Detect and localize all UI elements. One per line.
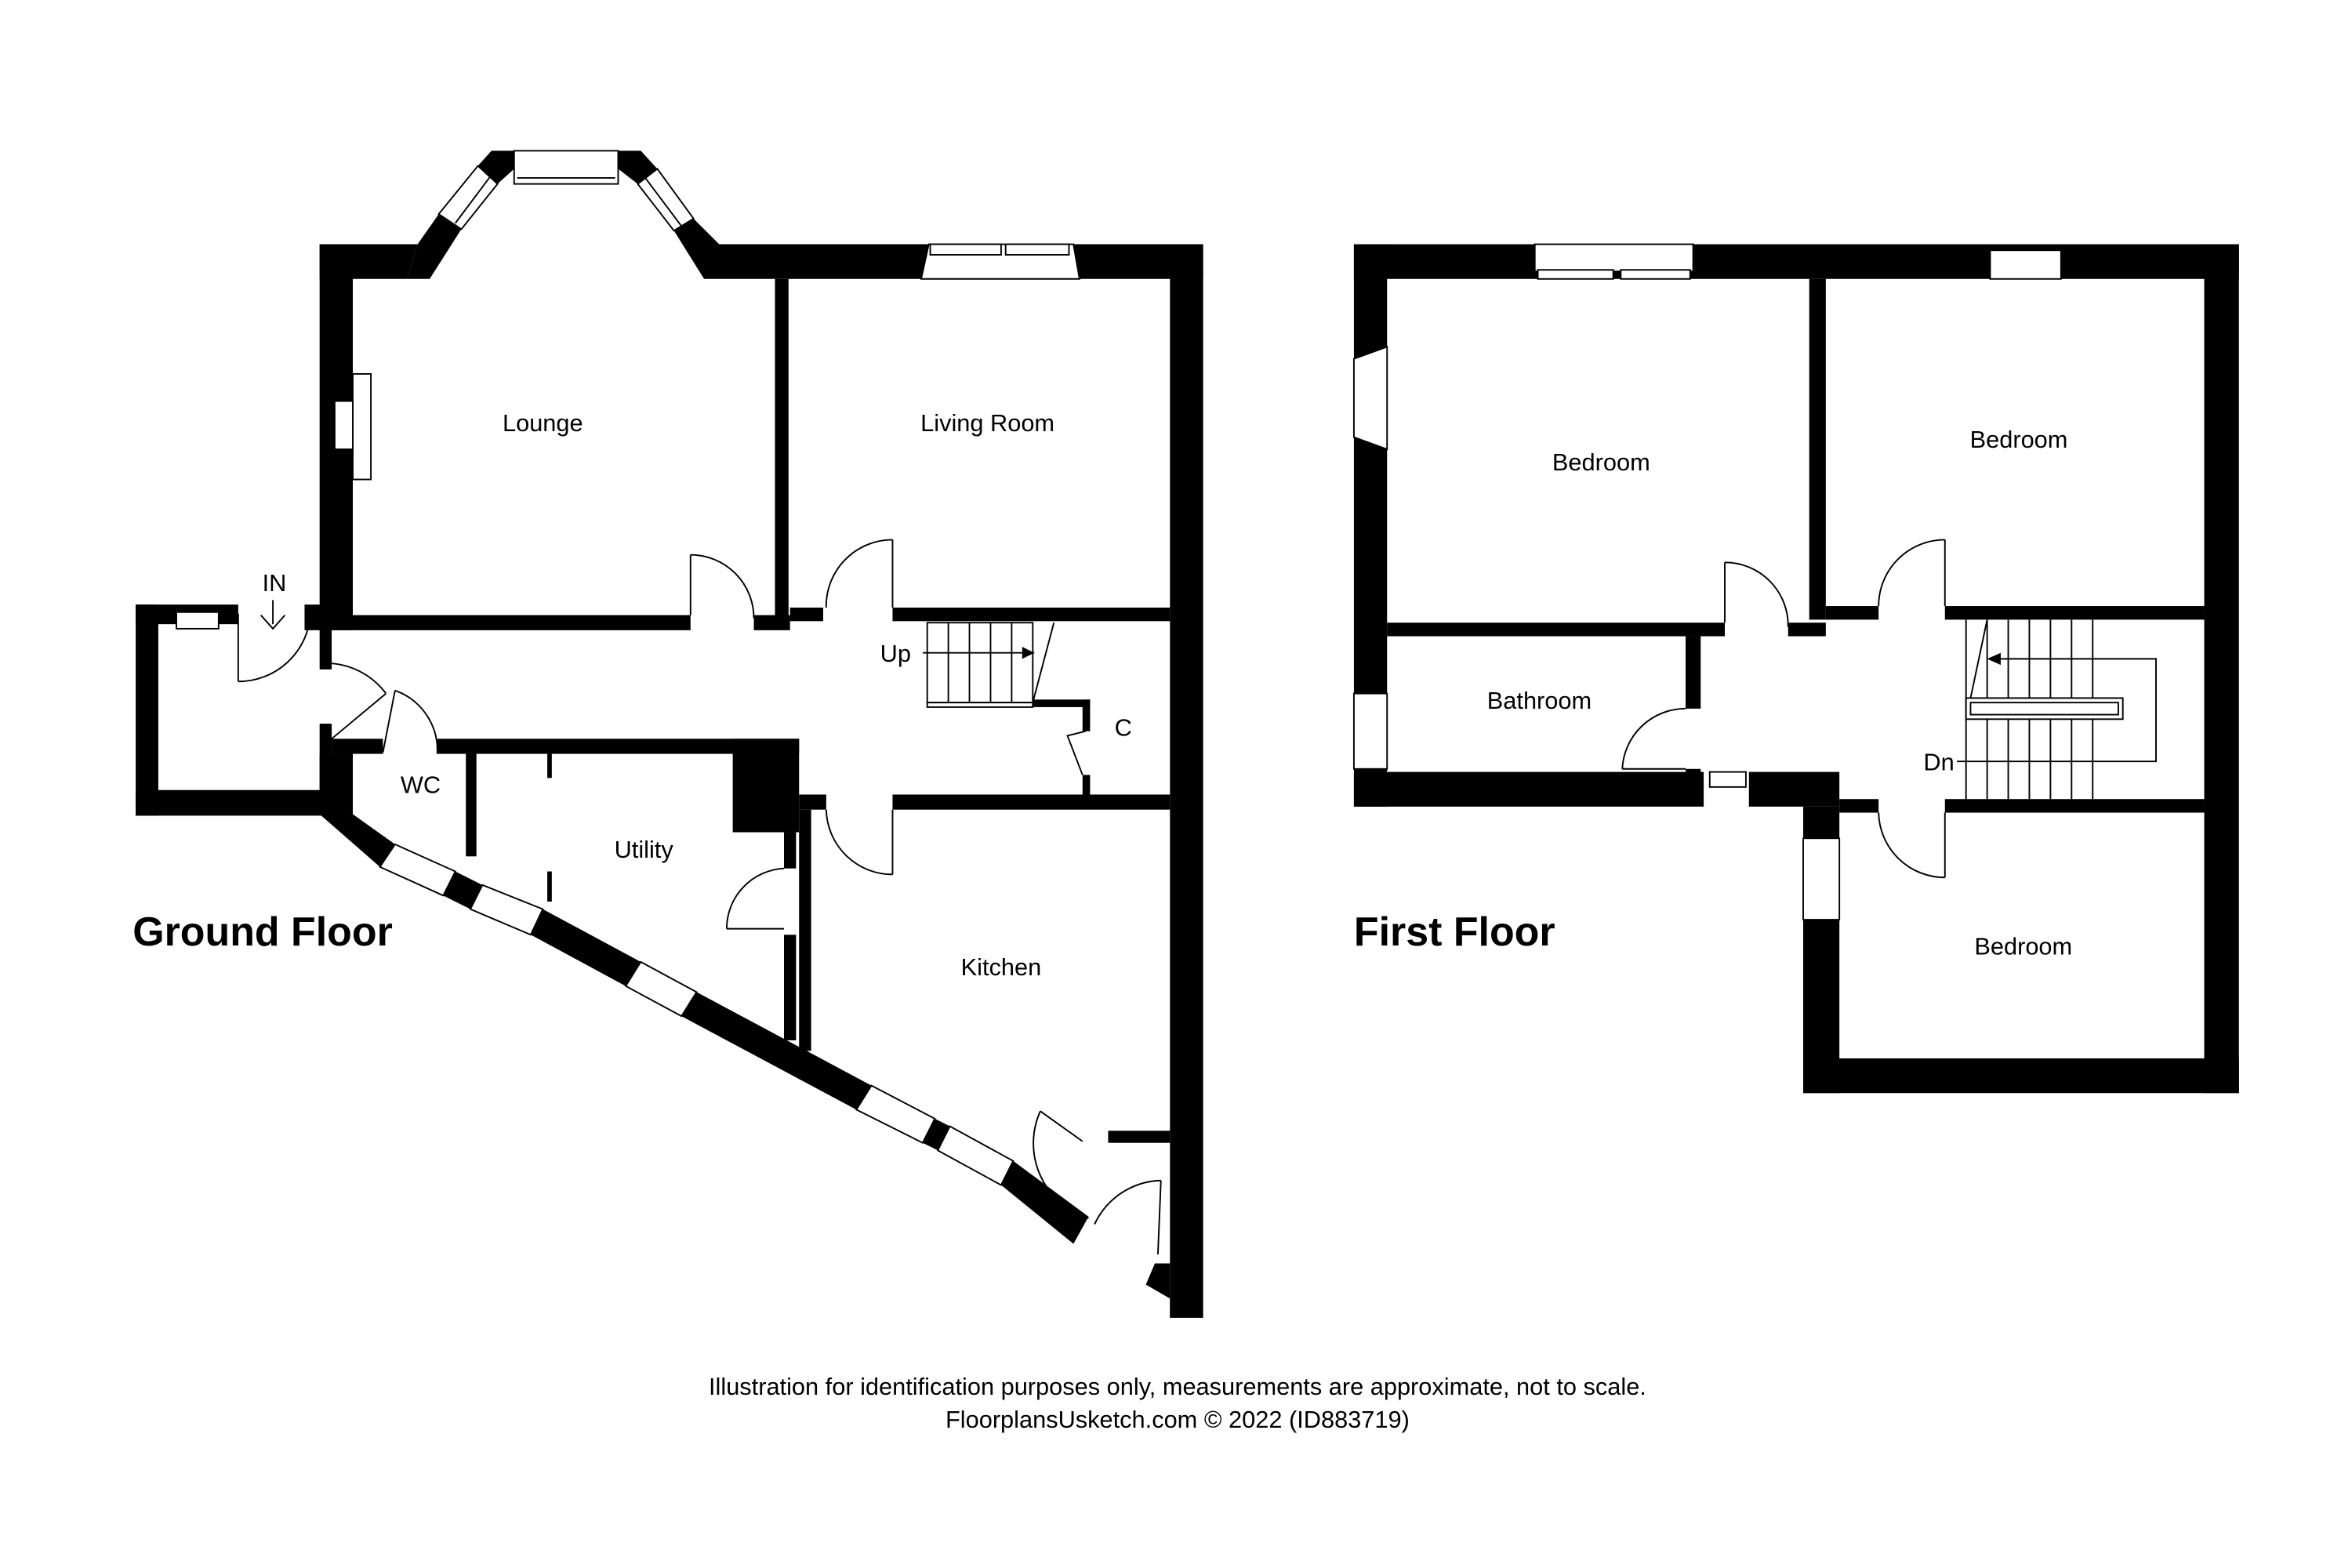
room-label-bedroom-1: Bedroom [1552,448,1650,476]
room-label-bathroom: Bathroom [1487,687,1592,714]
bedroom1-south-wall [1387,622,1725,637]
bedroom3-north-wall-left [1839,799,1879,813]
kitchen-window-2 [936,1125,1014,1186]
lounge-south-wall [319,615,691,630]
stair-handrail [1965,697,2124,720]
cupboard-door[interactable] [1066,730,1086,775]
lounge-fireplace-hearth [333,400,354,451]
kitchen-door[interactable] [825,809,893,876]
porch-south-wall [136,789,347,816]
living-room-window-pane-2 [1004,243,1070,256]
first-floor-title: First Floor [1354,909,1555,955]
kitchen-window-1 [855,1084,936,1144]
bathroom-window [1352,692,1388,770]
lounge-north-wall-left [319,244,418,279]
entrance-door[interactable] [238,613,312,683]
living-room-door[interactable] [825,539,893,608]
room-label-wc: WC [401,771,441,799]
bedroom1-window [1534,243,1694,273]
footer-credit: FloorplansUsketch.com © 2022 (ID883719) [946,1406,1410,1433]
cupboard-wall-upper [1082,699,1091,731]
ground-east-wall-foot [1145,1263,1203,1318]
bathroom-east-wall [1686,636,1701,709]
wc-window [379,843,457,897]
wc-north-wall-left [332,739,383,754]
utility-window-1 [469,884,544,936]
room-label-bedroom-2: Bedroom [1970,426,2068,453]
first-south-wall-mid [1748,771,1840,807]
porch-west-wall [136,604,158,816]
wc-utility-partition [466,753,477,857]
utility-kitchen-partition [784,935,797,1040]
stairs-down-arrow-icon [1987,652,2001,666]
lounge-door[interactable] [690,554,755,619]
bedroom1-bedroom2-partition [1809,278,1826,620]
bedroom2-window [1989,249,2062,280]
kitchen-west-wall [799,809,811,1051]
bedroom3-door[interactable] [1878,812,1945,879]
ground-diagonal-wall [319,814,1089,1244]
stairs-up-label: Up [880,640,911,667]
bedroom1-door[interactable] [1724,561,1789,628]
bay-wall-top-left [477,151,514,184]
bedroom2-south-wall-left [1825,606,1879,620]
porch-north-wall-right [304,604,353,630]
bedroom3-window [1802,837,1841,921]
ground-floor-title: Ground Floor [132,909,393,955]
utility-door[interactable] [725,867,785,929]
bay-window-center [513,150,619,185]
room-label-cupboard: C [1115,713,1132,741]
landing-window [1708,771,1747,788]
wc-west-wall [319,753,353,815]
cupboard-wall-lower [1082,775,1091,805]
entrance-label: IN [263,569,287,597]
bedroom2-south-wall-right [1944,606,2205,620]
footer-disclaimer: Illustration for identification purposes… [709,1373,1646,1400]
first-stairs [1957,619,2157,800]
living-room-south-wall-left [789,608,823,622]
first-floor-plan: Dn Bedroom Bedroom Bathroom Bedroom Firs… [1352,243,2239,1094]
hall-inner-door[interactable] [331,662,387,695]
bedroom1-side-window [1352,345,1388,451]
room-label-bedroom-3: Bedroom [1974,932,2072,960]
porch-window [176,611,220,630]
ground-floor-plan: IN [132,150,1203,1318]
bedroom2-door[interactable] [1878,539,1945,607]
room-label-utility: Utility [615,836,674,863]
bedroom3-north-wall-right [1944,799,2205,813]
living-room-window-pane-1 [929,243,1002,256]
utility-north-wall [437,739,800,754]
ground-stairs [922,622,1055,708]
kitchen-side-door[interactable] [1033,1110,1089,1219]
living-room-south-wall-right [892,608,1171,622]
kitchen-utility-stub [1108,1131,1171,1143]
bathroom-door[interactable] [1621,707,1686,769]
kitchen-north-wall-right [892,794,1171,810]
entrance-arrow-icon [260,600,286,630]
bay-wall-left [407,214,462,279]
room-label-lounge: Lounge [503,409,583,437]
lounge-fireplace [352,372,372,481]
first-south-wall-right [1803,1058,2239,1094]
room-label-kitchen: Kitchen [961,953,1042,981]
first-east-wall [2204,244,2239,1094]
utility-window-2 [624,960,698,1018]
room-label-living-room: Living Room [920,409,1054,437]
first-north-wall [1353,244,2239,279]
stairs-down-label: Dn [1923,749,1954,776]
kitchen-north-wall-left [799,794,826,810]
bay-window-left [437,165,499,230]
ground-east-wall [1170,244,1203,1318]
stairs-up-arrow-icon [1022,647,1035,659]
chimney-breast [732,739,800,833]
kitchen-back-door[interactable] [1094,1179,1161,1225]
hall-west-wall-upper [319,630,332,670]
wc-door[interactable] [394,689,438,754]
first-south-wall-left [1353,771,1704,807]
lounge-living-partition [775,278,789,626]
